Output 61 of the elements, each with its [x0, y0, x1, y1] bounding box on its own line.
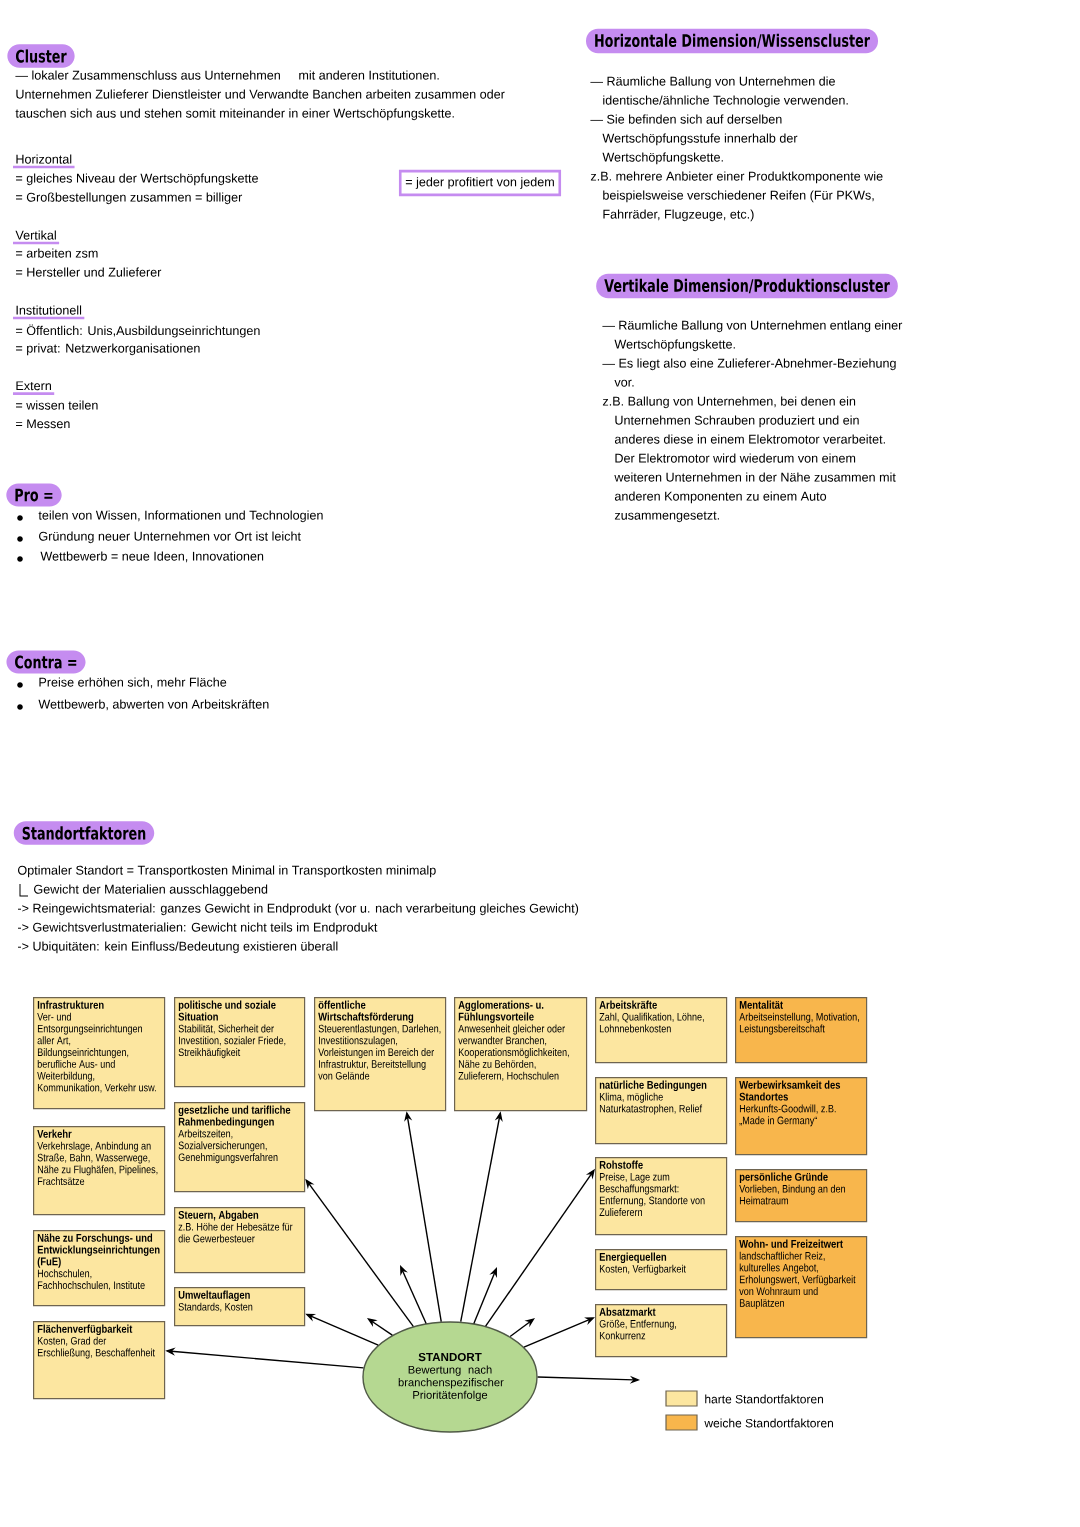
note-text: Optimaler Standort = Transportkosten Minimal in Transportkosten minimalp: [18, 865, 436, 878]
bullet-item: Preise erhöhen sich, mehr Fläche: [17, 677, 227, 689]
factor-box: Energiequellen Kosten, Verfügbarkeit: [595, 1249, 728, 1291]
note-text: mit anderen Institutionen.: [299, 70, 439, 80]
factor-box: Arbeitskräfte Zahl, Qualifikation, Löhne, Lohnnebenkosten: [595, 997, 728, 1064]
heading-pill: Vertikale Dimension/Produktionscluster: [596, 273, 898, 299]
factor-box: politische und soziale Situation Stabilität, Sicherheit der Investition, sozialer Friede, Streikhäufigkeit: [174, 997, 306, 1088]
subheading: Institutionell: [13, 305, 85, 320]
note-text: z.B. Ballung von Unternehmen, bei denen ein Unternehmen Schrauben produziert und ein anderes diese in einem Elektromotor verarbeitet. Der Elektromotor wird wiederum von einem weiteren Unternehmen in der Nähe zusammen mit anderen Komponenten zu einem Auto zusammengesetzt.: [602, 396, 896, 523]
heading-pill: Horizontale Dimension/Wissenscluster: [586, 28, 878, 54]
factor-box: Flächenverfügbarkeit Kosten, Grad der Erschließung, Beschaffenheit: [33, 1321, 166, 1400]
note-text: -> Reingewichtsmaterial: ganzes Gewicht in Endprodukt (vor u. nach verarbeitung gleiches Gewicht): [17, 903, 579, 916]
factor-box: Absatzmarkt Größe, Entfernung, Konkurrenz: [595, 1304, 728, 1358]
subheading: Extern: [13, 381, 55, 395]
note-text: — Es liegt also eine Zulieferer-Abnehmer-Beziehung vor.: [602, 358, 896, 387]
note-text: Gewicht der Materialien ausschlaggebend: [19, 883, 268, 897]
factor-box: Verkehr Verkehrslage, Anbindung an Straße, Bahn, Wasserwege, Nähe zu Flughäfen, Pipelines, Frachtsätze: [33, 1126, 166, 1216]
note-text: -> Gewichtsverlustmaterialien: Gewicht nicht teils im Endprodukt: [17, 922, 378, 935]
subheading: Vertikal: [13, 230, 60, 245]
factor-box: Rohstoffe Preise, Lage zum Beschaffungsmarkt: Entfernung, Standorte von Zulieferern: [595, 1157, 728, 1236]
note-text: = privat: Netzwerkorganisationen: [16, 343, 200, 356]
note-text: — lokaler Zusammenschluss aus Unternehmen: [15, 70, 280, 80]
note-text: = gleiches Niveau der Wertschöpfungskette: [16, 173, 258, 186]
factor-box: Nähe zu Forschungs- und Entwicklungseinrichtungen (FuE) Hochschulen, Fachhochschulen, Institute: [33, 1230, 166, 1307]
factor-box: natürliche Bedingungen Klima, mögliche Naturkatastrophen, Relief: [595, 1077, 728, 1145]
subheading: Horizontal: [13, 154, 75, 169]
factor-box: öffentliche Wirtschaftsförderung Steuerentlastungen, Darlehen, Investitionszulagen, Vorleistungen im Bereich der Infrastruktur, Bereitstellung von Gelände: [314, 997, 447, 1112]
factor-box: Agglomerations- u. Fühlungsvorteile Anwesenheit gleicher oder verwandter Branchen, Kooperationsmöglichkeiten, Nähe zu Behörden, Zulieferern, Hochschulen: [454, 997, 588, 1112]
factor-box: Infrastrukturen Ver- und Entsorgungseinrichtungen aller Art, Bildungseinrichtungen, berufliche Aus- und Weiterbildung, Kommunikation, Verkehr usw.: [33, 997, 166, 1110]
legend-label: weiche Standortfaktoren: [704, 1418, 833, 1428]
bullet-item: Wettbewerb, abwerten von Arbeitskräften: [17, 699, 269, 711]
note-text: — Räumliche Ballung von Unternehmen entlang einer Wertschöpfungskette.: [602, 320, 903, 352]
note-text: = Öffentlich: Unis,Ausbildungseinrichtungen: [16, 324, 260, 338]
factor-box: Werbewirksamkeit des Standortes Herkunfts-Goodwill, z.B. „Made in Germany“: [735, 1077, 868, 1156]
note-text: = Hersteller und Zulieferer: [16, 267, 162, 277]
legend-label: harte Standortfaktoren: [705, 1394, 823, 1404]
arrow: [509, 1318, 535, 1338]
note-text: = Messen: [16, 419, 70, 429]
factor-box: Umweltauflagen Standards, Kosten: [174, 1287, 306, 1327]
note-text: = Großbestellungen zusammen = billiger: [16, 192, 243, 205]
bullet-item: teilen von Wissen, Informationen und Technologien: [17, 510, 323, 523]
heading-pill: Contra =: [6, 650, 86, 674]
heading-pill: Standortfaktoren: [13, 821, 155, 845]
bullet-item: Wettbewerb = neue Ideen, Innovationen: [17, 551, 264, 563]
factor-box: gesetzliche und tarifliche Rahmenbedingungen Arbeitszeiten, Sozialversicherungen, Genehmigungsverfahren: [174, 1102, 306, 1193]
note-text: Unternehmen Zulieferer Dienstleister und Verwandte Banchen arbeiten zusammen oder tauschen sich aus und stehen somit miteinander in einer Wertschöpfungskette.: [15, 89, 505, 121]
framed-note: = jeder profitiert von jedem: [398, 169, 562, 197]
heading-pill: Pro =: [6, 483, 62, 507]
note-text: = wissen teilen: [16, 400, 98, 410]
note-text: — Sie befinden sich auf derselben Wertschöpfungsstufe innerhalb der Wertschöpfungskette.: [590, 114, 798, 165]
factor-box: Wohn- und Freizeitwert landschaftlicher Reiz, kulturelles Angebot, Erholungswert, Verfügbarkeit von Wohnraum und Bauplätzen: [735, 1236, 868, 1339]
note-text: z.B. mehrere Anbieter einer Produktkomponente wie beispielsweise verschiedener Reifen (Für PKWs, Fahrräder, Flugzeuge, etc.): [590, 171, 883, 222]
heading-pill: Cluster: [7, 44, 75, 68]
note-text: = arbeiten zsm: [16, 248, 98, 258]
factor-box: Steuern, Abgaben z.B. Höhe der Hebesätze für die Gewerbesteuer: [174, 1207, 306, 1274]
note-text: -> Ubiquitäten: kein Einfluss/Bedeutung existieren überall: [17, 941, 338, 954]
factor-box: Mentalität Arbeitseinstellung, Motivation, Leistungsbereitschaft: [735, 997, 868, 1064]
bullet-item: Gründung neuer Unternehmen vor Ort ist leicht: [17, 531, 301, 544]
note-text: — Räumliche Ballung von Unternehmen die identische/ähnliche Technologie verwenden.: [590, 76, 848, 108]
factor-box: persönliche Gründe Vorlieben, Bindung an den Heimatraum: [735, 1169, 868, 1223]
arrow: [367, 1318, 393, 1336]
